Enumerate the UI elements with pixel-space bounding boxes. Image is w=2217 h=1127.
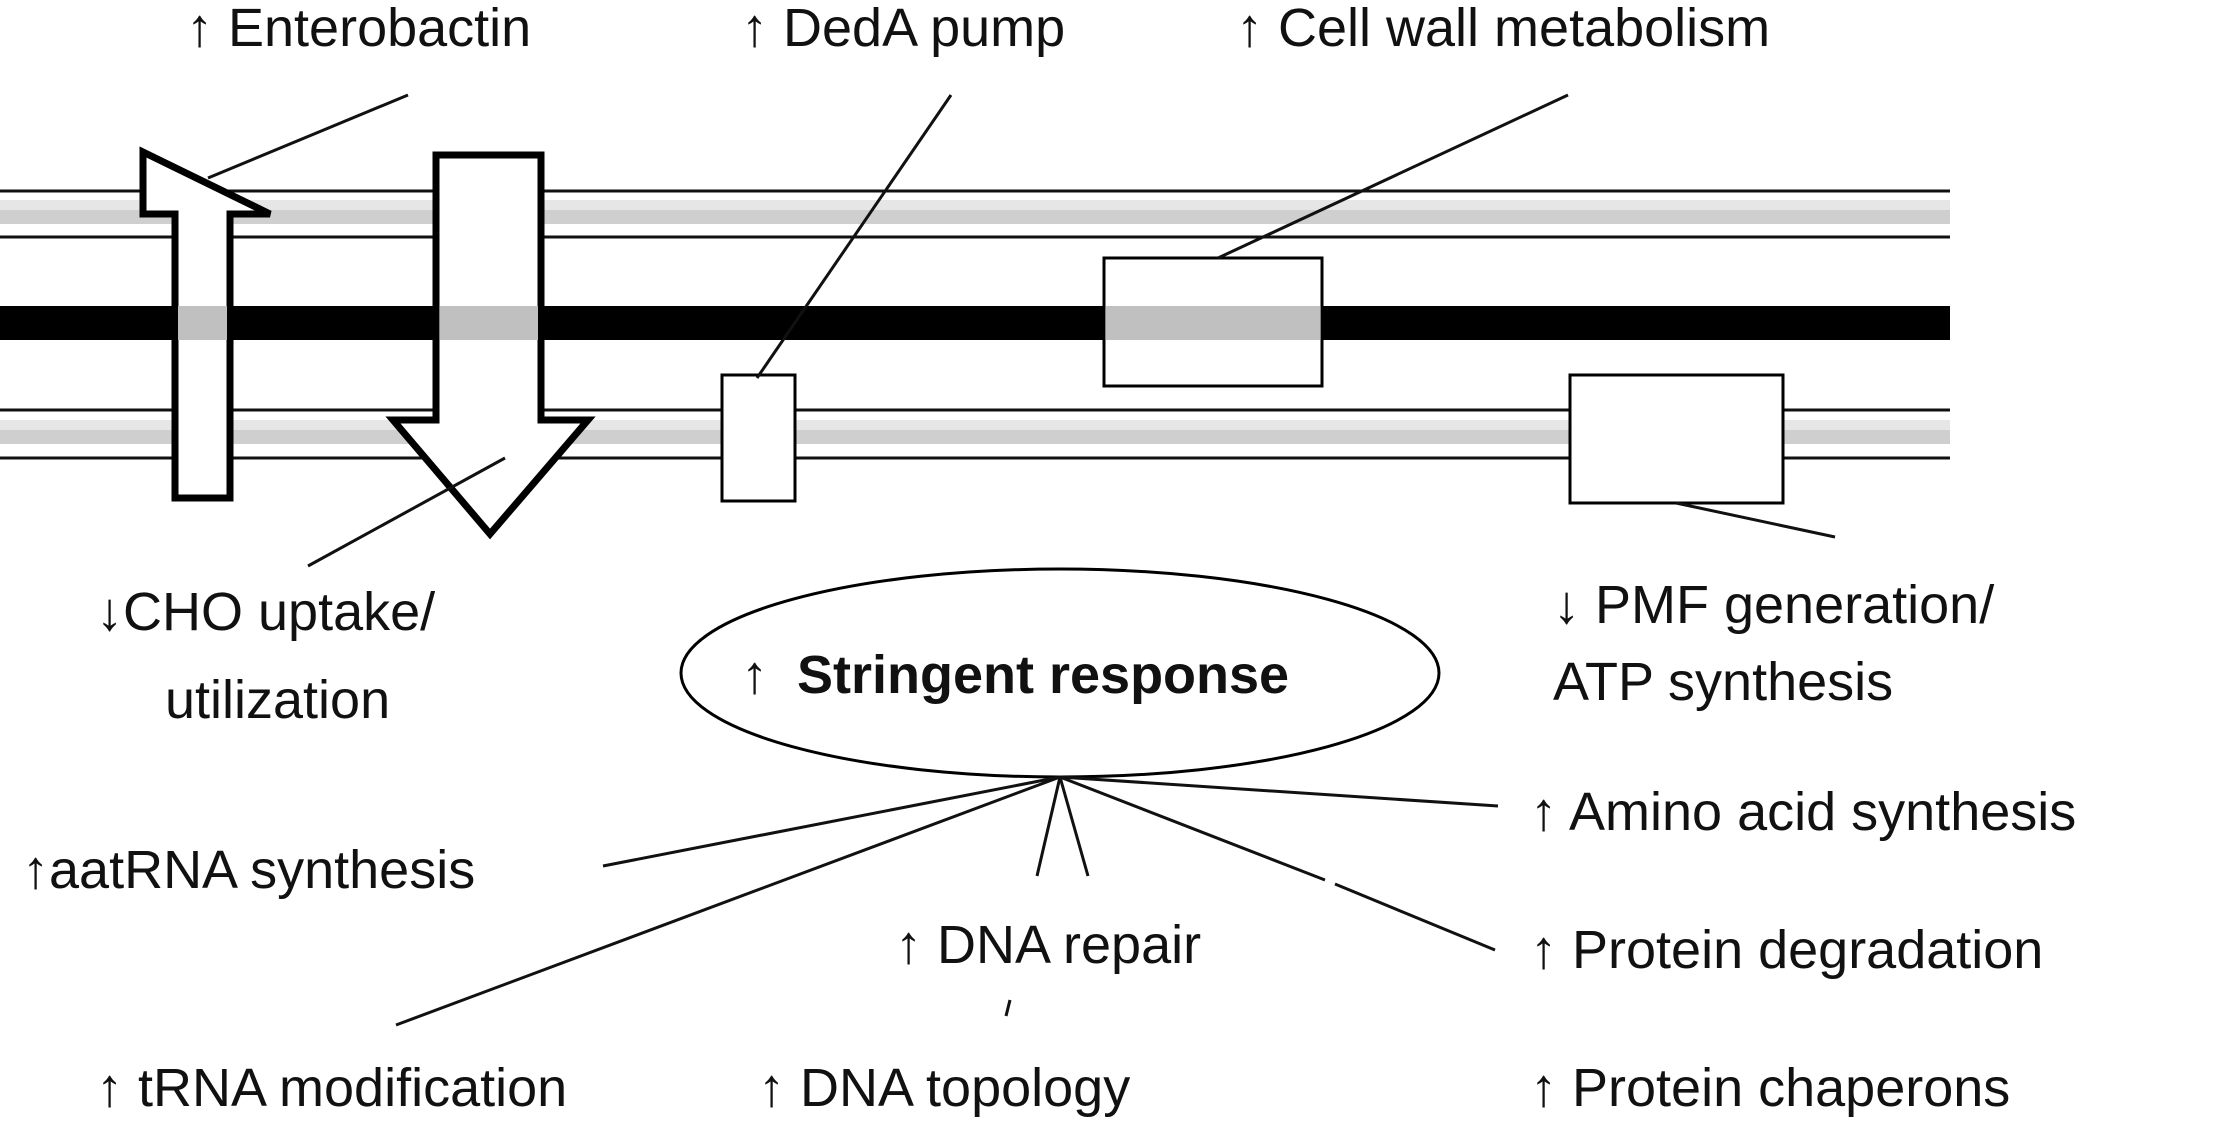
- label-cell-wall-metabolism: ↑ Cell wall metabolism: [1236, 0, 1770, 58]
- label-pmf-line2: ATP synthesis: [1553, 652, 1893, 712]
- enterobactin-up-arrow: [139, 146, 272, 502]
- label-stringent-response: Stringent response: [797, 645, 1289, 705]
- stringent-response-spokes: [395, 775, 1499, 1027]
- label-cho-uptake-line1: ↓CHO uptake/: [96, 582, 435, 642]
- label-pmf-line1: ↓ PMF generation/: [1553, 575, 1994, 635]
- label-trna-modification: ↑ tRNA modification: [96, 1058, 567, 1118]
- label-deda-pump: ↑ DedA pump: [741, 0, 1065, 58]
- label-protein-degradation: ↑ Protein degradation: [1530, 920, 2043, 980]
- atp-synthase-box: [1568, 373, 1785, 505]
- label-enterobactin: ↑ Enterobactin: [186, 0, 531, 58]
- deda-pump-box: [720, 373, 797, 503]
- label-aatrna-synthesis: ↑aatRNA synthesis: [22, 840, 475, 900]
- label-dna-repair: ↑ DNA repair: [895, 915, 1201, 975]
- label-protein-chaperons: ↑ Protein chaperons: [1530, 1058, 2010, 1118]
- cell-wall-layer: [0, 306, 1950, 340]
- label-amino-acid-synthesis: ↑ Amino acid synthesis: [1530, 782, 2076, 842]
- leader-lines: [207, 93, 1836, 568]
- cell-wall-metabolism-box: [1102, 256, 1324, 388]
- label-stringent-arrow: ↑: [741, 645, 768, 705]
- label-cho-uptake-line2: utilization: [165, 670, 390, 730]
- label-dna-topology: ↑ DNA topology: [758, 1058, 1130, 1118]
- outer-membrane: [0, 189, 1950, 239]
- cho-uptake-down-arrow: [385, 151, 596, 540]
